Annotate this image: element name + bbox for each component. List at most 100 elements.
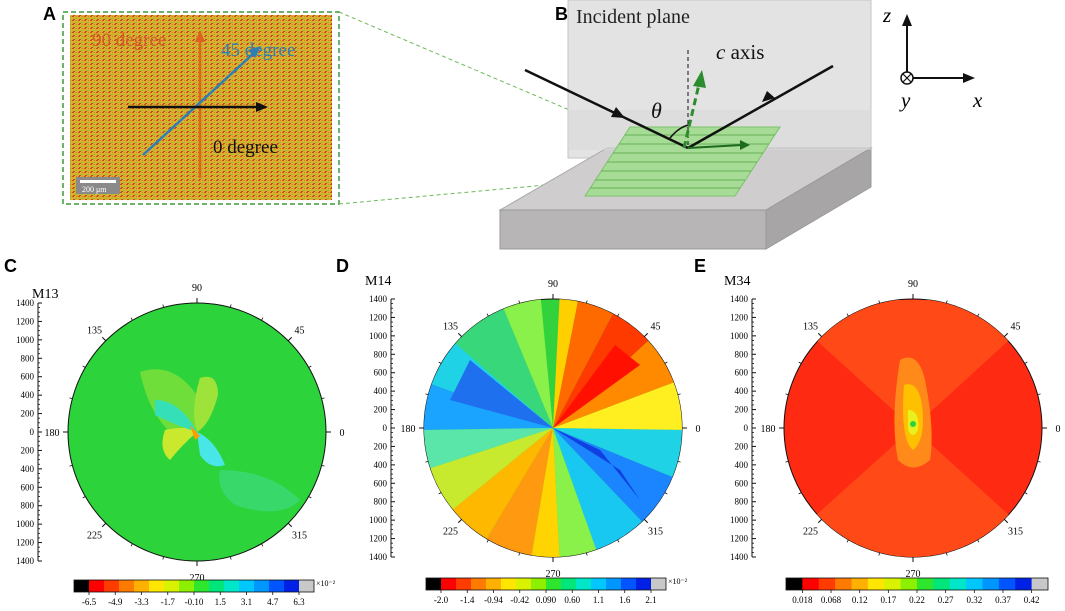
colorbar-swatch bbox=[89, 580, 105, 592]
radial-tick-label: 1000 bbox=[730, 331, 749, 341]
zoom-line-top bbox=[338, 11, 641, 141]
colorbar-tick-label: -3.3 bbox=[134, 597, 149, 607]
panel-letter-d: D bbox=[336, 256, 349, 276]
colorbar-swatch bbox=[966, 578, 983, 590]
angle-tick bbox=[101, 522, 107, 528]
radial-tick-label: 800 bbox=[735, 349, 749, 359]
x-label: x bbox=[972, 88, 983, 112]
colorbar-swatch bbox=[835, 578, 852, 590]
colorbar-exponent: ×10⁻² bbox=[668, 577, 688, 586]
radial-axis-d: 1400120010008006004002000200400600800100… bbox=[369, 294, 395, 562]
angle-minor-tick bbox=[438, 361, 442, 364]
angle-minor-tick bbox=[946, 300, 948, 304]
angle-minor-tick bbox=[82, 365, 86, 368]
colorbar-swatch bbox=[119, 580, 135, 592]
colorbar-swatch bbox=[802, 578, 820, 590]
angle-label: 270 bbox=[546, 569, 561, 580]
label-45-degree: 45 degree bbox=[221, 40, 295, 61]
colorbar-tick-label: 0.068 bbox=[821, 595, 842, 605]
colorbar-exponent: ×10⁻² bbox=[316, 579, 336, 588]
colorbar-tick-label: -2.0 bbox=[434, 595, 449, 605]
angle-minor-tick bbox=[308, 496, 312, 499]
plot-name-m13: M13 bbox=[32, 287, 58, 302]
angle-label: 90 bbox=[192, 283, 202, 294]
colorbar-swatch bbox=[576, 578, 592, 590]
radial-tick-label: 1400 bbox=[369, 294, 388, 304]
colorbar-tick-label: 0.27 bbox=[938, 595, 954, 605]
radial-tick-label: 200 bbox=[735, 405, 749, 415]
angle-tick bbox=[101, 336, 107, 342]
angle-minor-tick bbox=[617, 313, 620, 317]
colorbar-swatch bbox=[471, 578, 487, 590]
radial-tick-label: 400 bbox=[21, 464, 35, 474]
angle-minor-tick bbox=[1024, 492, 1028, 495]
colorbar-tick-label: 1.5 bbox=[215, 597, 227, 607]
radial-tick-label: 600 bbox=[735, 368, 749, 378]
radial-axis-e: 1400120010008006004002000200400600800100… bbox=[730, 294, 756, 562]
angle-label: 45 bbox=[295, 325, 305, 336]
angle-label: 180 bbox=[45, 428, 60, 439]
angle-minor-tick bbox=[261, 543, 264, 547]
colorbar-swatch bbox=[269, 580, 285, 592]
radial-tick-label: 200 bbox=[735, 441, 749, 451]
radial-tick-label: 1000 bbox=[369, 515, 388, 525]
angle-minor-tick bbox=[798, 361, 802, 364]
colorbar-tick-label: 1.6 bbox=[619, 595, 631, 605]
angle-minor-tick bbox=[785, 461, 789, 463]
radial-tick-label: 1400 bbox=[369, 552, 388, 562]
colorbar-tick-label: -1.7 bbox=[161, 597, 176, 607]
colorbar-swatch bbox=[239, 580, 255, 592]
radial-tick-label: 0 bbox=[383, 423, 388, 433]
arrow-45-degree bbox=[142, 51, 256, 156]
angle-label: 45 bbox=[651, 321, 661, 332]
colorbar-swatch bbox=[884, 578, 901, 590]
arrow-0-head bbox=[256, 102, 268, 112]
radial-tick-label: 200 bbox=[374, 441, 388, 451]
angle-minor-tick bbox=[677, 461, 681, 463]
contours-c bbox=[140, 369, 300, 512]
arrow-45-head bbox=[248, 46, 261, 58]
colorbar-tick-label: -4.9 bbox=[108, 597, 123, 607]
label-90-degree: 90 degree bbox=[92, 30, 166, 51]
radial-tick-label: 0 bbox=[30, 427, 35, 437]
angle-minor-tick bbox=[785, 393, 789, 395]
colorbar-tick-label: 0.17 bbox=[880, 595, 896, 605]
colorbar-swatch bbox=[149, 580, 165, 592]
substrate-front bbox=[499, 209, 767, 250]
radial-tick-label: 200 bbox=[21, 409, 35, 419]
angle-minor-tick bbox=[438, 492, 442, 495]
radial-tick-label: 800 bbox=[374, 497, 388, 507]
colorbar-swatch bbox=[591, 578, 607, 590]
colorbar-swatch bbox=[194, 580, 210, 592]
panel-e: E M34 1400120010008006004002000200400600… bbox=[694, 256, 1061, 605]
angle-tick bbox=[287, 522, 293, 528]
colorbar-swatch bbox=[486, 578, 502, 590]
angle-label: 315 bbox=[648, 527, 663, 538]
angle-tick bbox=[817, 332, 823, 338]
angle-minor-tick bbox=[878, 300, 880, 304]
angle-minor-tick bbox=[664, 492, 668, 495]
radial-axis-c: 1400120010008006004002000200400600800100… bbox=[16, 298, 42, 566]
angle-label: 225 bbox=[443, 527, 458, 538]
angle-minor-tick bbox=[1037, 461, 1041, 463]
colorbar-swatch bbox=[917, 578, 934, 590]
angle-minor-tick bbox=[321, 397, 325, 399]
radial-tick-label: 1200 bbox=[16, 538, 35, 548]
angle-tick bbox=[643, 518, 649, 524]
angle-label: 0 bbox=[340, 428, 345, 439]
colorbar-swatch bbox=[1031, 578, 1049, 590]
angle-minor-tick bbox=[946, 552, 948, 556]
radial-tick-label: 400 bbox=[735, 386, 749, 396]
angle-label: 180 bbox=[761, 424, 776, 435]
reflected-beam-head bbox=[762, 91, 775, 102]
angle-minor-tick bbox=[162, 304, 164, 308]
colorbar-swatch bbox=[561, 578, 577, 590]
angle-minor-tick bbox=[486, 313, 489, 317]
radial-tick-label: 1400 bbox=[730, 552, 749, 562]
colorbar-swatch bbox=[209, 580, 225, 592]
